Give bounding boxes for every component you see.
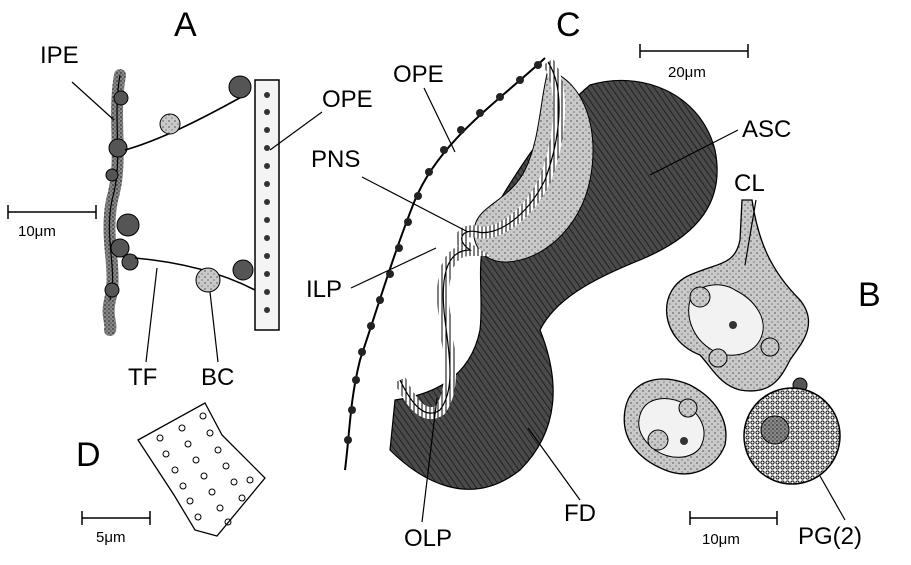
panel-d-drawing (82, 403, 265, 536)
label-tf: TF (128, 366, 157, 390)
scale-label-b: 10μm (702, 532, 740, 547)
panel-label-a: A (174, 8, 197, 42)
label-fd: FD (564, 502, 596, 526)
label-olp: OLP (404, 527, 452, 551)
label-ope-a: OPE (322, 88, 373, 112)
label-ilp: ILP (306, 278, 342, 302)
label-bc: BC (201, 366, 234, 390)
scale-label-c: 20μm (668, 65, 706, 80)
scale-label-a: 10μm (18, 224, 56, 239)
label-pns: PNS (311, 148, 360, 172)
scale-bar-c (640, 44, 748, 58)
scale-bar-b (690, 511, 777, 525)
panel-a-drawing (8, 75, 322, 362)
panel-label-c: C (556, 8, 581, 42)
label-asc: ASC (742, 118, 791, 142)
label-cl: CL (734, 172, 765, 196)
panel-label-d: D (76, 438, 101, 472)
label-ipe: IPE (40, 44, 79, 68)
scale-bar-d (82, 511, 150, 525)
panel-label-b: B (858, 278, 881, 312)
label-pg2: PG(2) (798, 525, 862, 549)
label-ope-c: OPE (393, 63, 444, 87)
scale-bar-a (8, 205, 96, 219)
scale-label-d: 5μm (96, 530, 125, 545)
